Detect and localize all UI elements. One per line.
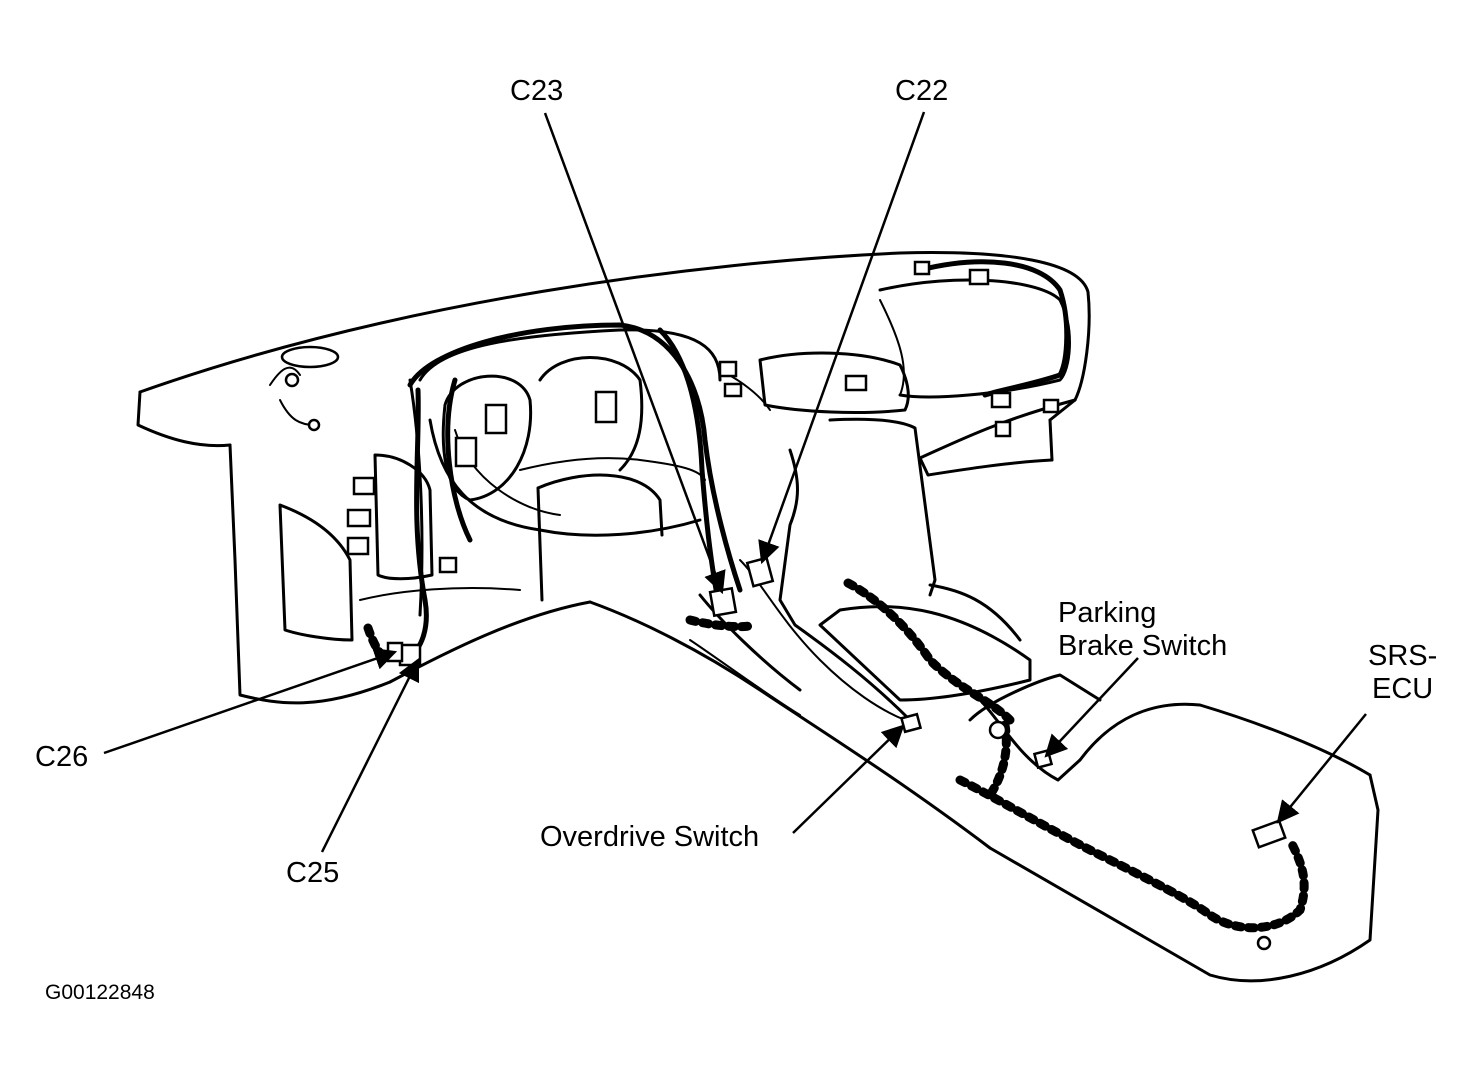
figure-code: G00122848 — [45, 981, 155, 1004]
leader-c22 — [758, 111, 926, 565]
connector-c22 — [745, 556, 775, 588]
label-parking-brake-line2: Brake Switch — [1058, 630, 1227, 662]
left-end-panel — [278, 453, 521, 642]
leader-c26 — [103, 648, 398, 755]
label-c23: C23 — [510, 75, 563, 107]
label-srs-line1: SRS- — [1368, 640, 1437, 672]
leader-c23 — [543, 112, 726, 595]
label-srs-line2: ECU — [1372, 673, 1433, 705]
label-parking-brake-line1: Parking — [1058, 597, 1156, 629]
dashboard-outline — [136, 251, 1380, 983]
label-c22: C22 — [895, 75, 948, 107]
connector-c23 — [708, 586, 738, 618]
label-c25: C25 — [286, 857, 339, 889]
center-console — [698, 351, 1102, 722]
connector-overdrive — [899, 712, 923, 734]
leader-lines — [103, 111, 1367, 853]
connector-srs-ecu — [1251, 819, 1287, 849]
leader-parking-brake — [1044, 657, 1139, 758]
leader-c25 — [320, 657, 420, 853]
connectors — [280, 260, 1287, 951]
console-harness — [363, 578, 1309, 933]
label-c26: C26 — [35, 741, 88, 773]
leader-overdrive — [792, 724, 905, 834]
leader-srs-ecu — [1276, 713, 1367, 824]
labels: C23 C22 Parking Brake Switch SRS- ECU C2… — [35, 75, 1437, 1004]
label-overdrive-switch: Overdrive Switch — [540, 821, 759, 853]
